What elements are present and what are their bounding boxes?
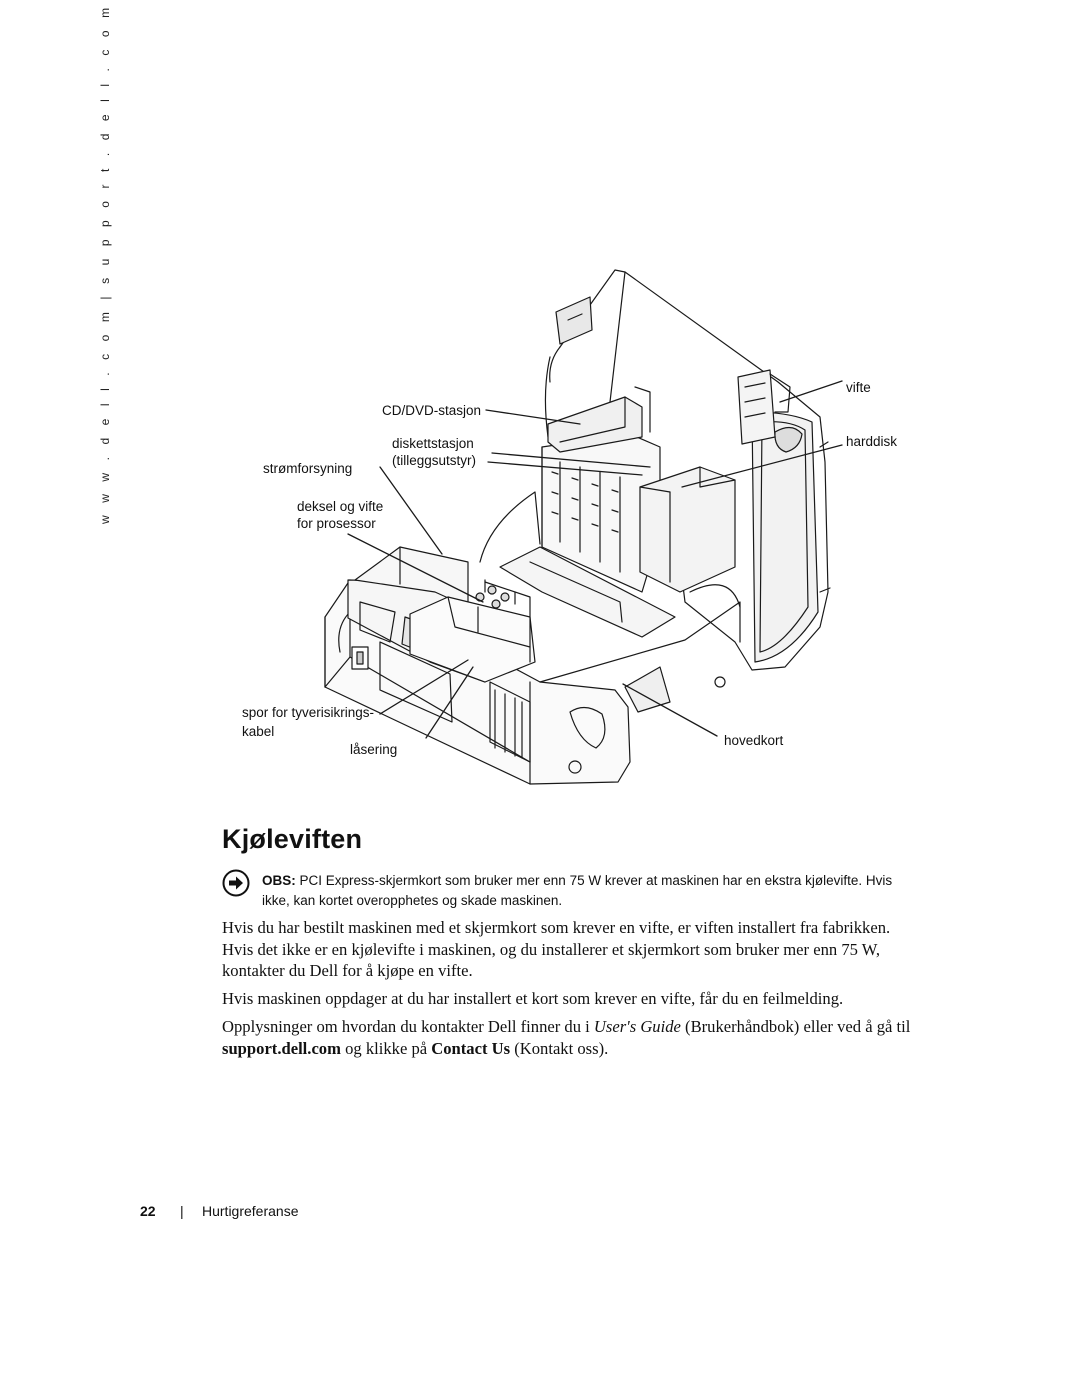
callout-spor-line2: kabel bbox=[242, 724, 275, 739]
computer-illustration bbox=[324, 269, 843, 785]
side-url-text: w w w . d e l l . c o m | s u p p o r t … bbox=[98, 3, 112, 524]
computer-interior-figure: CD/DVD-stasjon diskettstasjon (tilleggsu… bbox=[230, 262, 920, 802]
processor-shroud bbox=[409, 581, 536, 683]
footer-separator: | bbox=[180, 1203, 184, 1219]
callout-lasering: låsering bbox=[350, 742, 398, 757]
callout-deksel-line1: deksel og vifte bbox=[297, 499, 384, 514]
hard-drive bbox=[639, 466, 736, 593]
footer-title: Hurtigreferanse bbox=[202, 1203, 299, 1219]
callout-tilleggsutstyr: (tilleggsutstyr) bbox=[392, 453, 477, 468]
section-heading: Kjøleviften bbox=[222, 824, 363, 854]
paragraph-fan-installed: Hvis du har bestilt maskinen med et skje… bbox=[222, 918, 891, 980]
notice-text: OBS: PCI Express-skjermkort som bruker m… bbox=[262, 871, 922, 911]
contact-text-2: (Brukerhåndbok) eller ved å gå til bbox=[680, 1017, 911, 1036]
fan-unit bbox=[737, 369, 791, 445]
paragraph-error-message: Hvis maskinen oppdager at du har install… bbox=[222, 989, 844, 1008]
users-guide-title: User's Guide bbox=[593, 1017, 681, 1036]
notice-arrow-icon bbox=[222, 869, 250, 897]
memory-slots bbox=[475, 579, 516, 609]
support-link[interactable]: support.dell.com bbox=[222, 1038, 341, 1058]
contact-text-3: og klikke på bbox=[340, 1038, 432, 1058]
system-board bbox=[479, 491, 741, 713]
callout-cd-dvd: CD/DVD-stasjon bbox=[382, 403, 482, 418]
callout-vifte: vifte bbox=[846, 380, 871, 395]
paragraph-contact-dell: Opplysninger om hvordan du kontakter Del… bbox=[222, 1016, 912, 1059]
contact-text-4: (Kontakt oss). bbox=[510, 1038, 609, 1058]
notice-label: OBS: bbox=[262, 873, 296, 888]
optical-drive bbox=[547, 386, 651, 453]
callout-deksel-line2: for prosessor bbox=[297, 516, 376, 531]
page-number: 22 bbox=[140, 1203, 156, 1219]
callout-hovedkort: hovedkort bbox=[724, 733, 784, 748]
callout-harddisk: harddisk bbox=[846, 434, 898, 449]
contact-us-label: Contact Us bbox=[431, 1038, 511, 1058]
power-supply bbox=[354, 546, 469, 608]
callout-spor-line1: spor for tyverisikrings- bbox=[242, 705, 375, 720]
callout-stromforsyning: strømforsyning bbox=[263, 461, 353, 476]
contact-text-1: Opplysninger om hvordan du kontakter Del… bbox=[222, 1017, 594, 1036]
callout-leader-lines bbox=[347, 380, 843, 739]
callout-diskettstasjon: diskettstasjon bbox=[392, 436, 474, 451]
notice-body: PCI Express-skjermkort som bruker mer en… bbox=[262, 873, 893, 908]
side-door-panel bbox=[544, 269, 831, 671]
